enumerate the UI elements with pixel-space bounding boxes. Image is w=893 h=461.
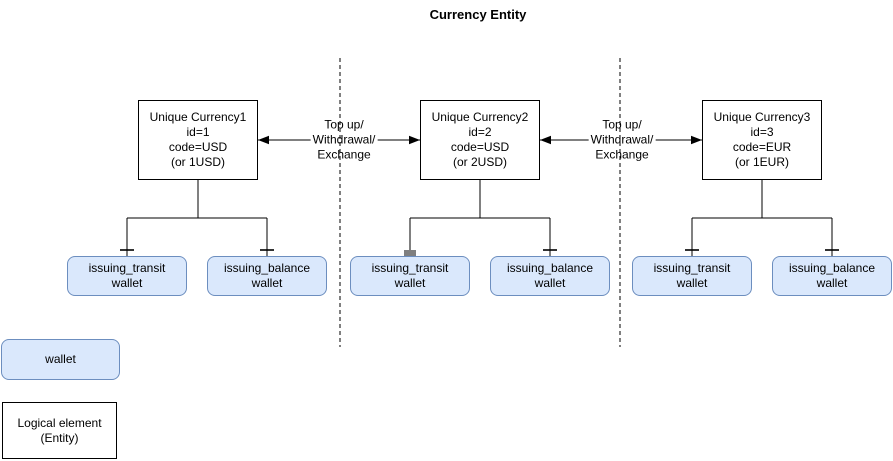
wallet-connector-1 — [120, 180, 274, 256]
issuing-transit-wallet-3: issuing_transit wallet — [632, 256, 752, 296]
issuing-balance-wallet-2: issuing_balance wallet — [490, 256, 610, 296]
exchange-arrow-label-2: Top up/ Withdrawal/ Exchange — [588, 117, 656, 163]
currency-entity-box-1: Unique Currency1 id=1 code=USD (or 1USD) — [138, 100, 258, 180]
legend-entity-sample: Logical element (Entity) — [2, 402, 117, 459]
issuing-transit-wallet-1: issuing_transit wallet — [67, 256, 187, 296]
arrowhead-right-icon — [691, 135, 702, 145]
wallet-connector-3 — [685, 180, 839, 256]
diagram-title: Currency Entity — [429, 7, 527, 22]
currency-entity-box-2: Unique Currency2 id=2 code=USD (or 2USD) — [420, 100, 540, 180]
legend-wallet-sample: wallet — [1, 339, 120, 380]
wallet-connector-2 — [404, 180, 557, 257]
arrowhead-left-icon — [258, 135, 269, 145]
arrowhead-left-icon — [540, 135, 551, 145]
issuing-balance-wallet-1: issuing_balance wallet — [207, 256, 327, 296]
endpoint-marker-icon — [404, 250, 416, 257]
arrowhead-right-icon — [409, 135, 420, 145]
issuing-transit-wallet-2: issuing_transit wallet — [350, 256, 470, 296]
currency-entity-box-3: Unique Currency3 id=3 code=EUR (or 1EUR) — [702, 100, 822, 180]
exchange-arrow-label-1: Top up/ Withdrawal/ Exchange — [310, 117, 378, 163]
issuing-balance-wallet-3: issuing_balance wallet — [772, 256, 892, 296]
